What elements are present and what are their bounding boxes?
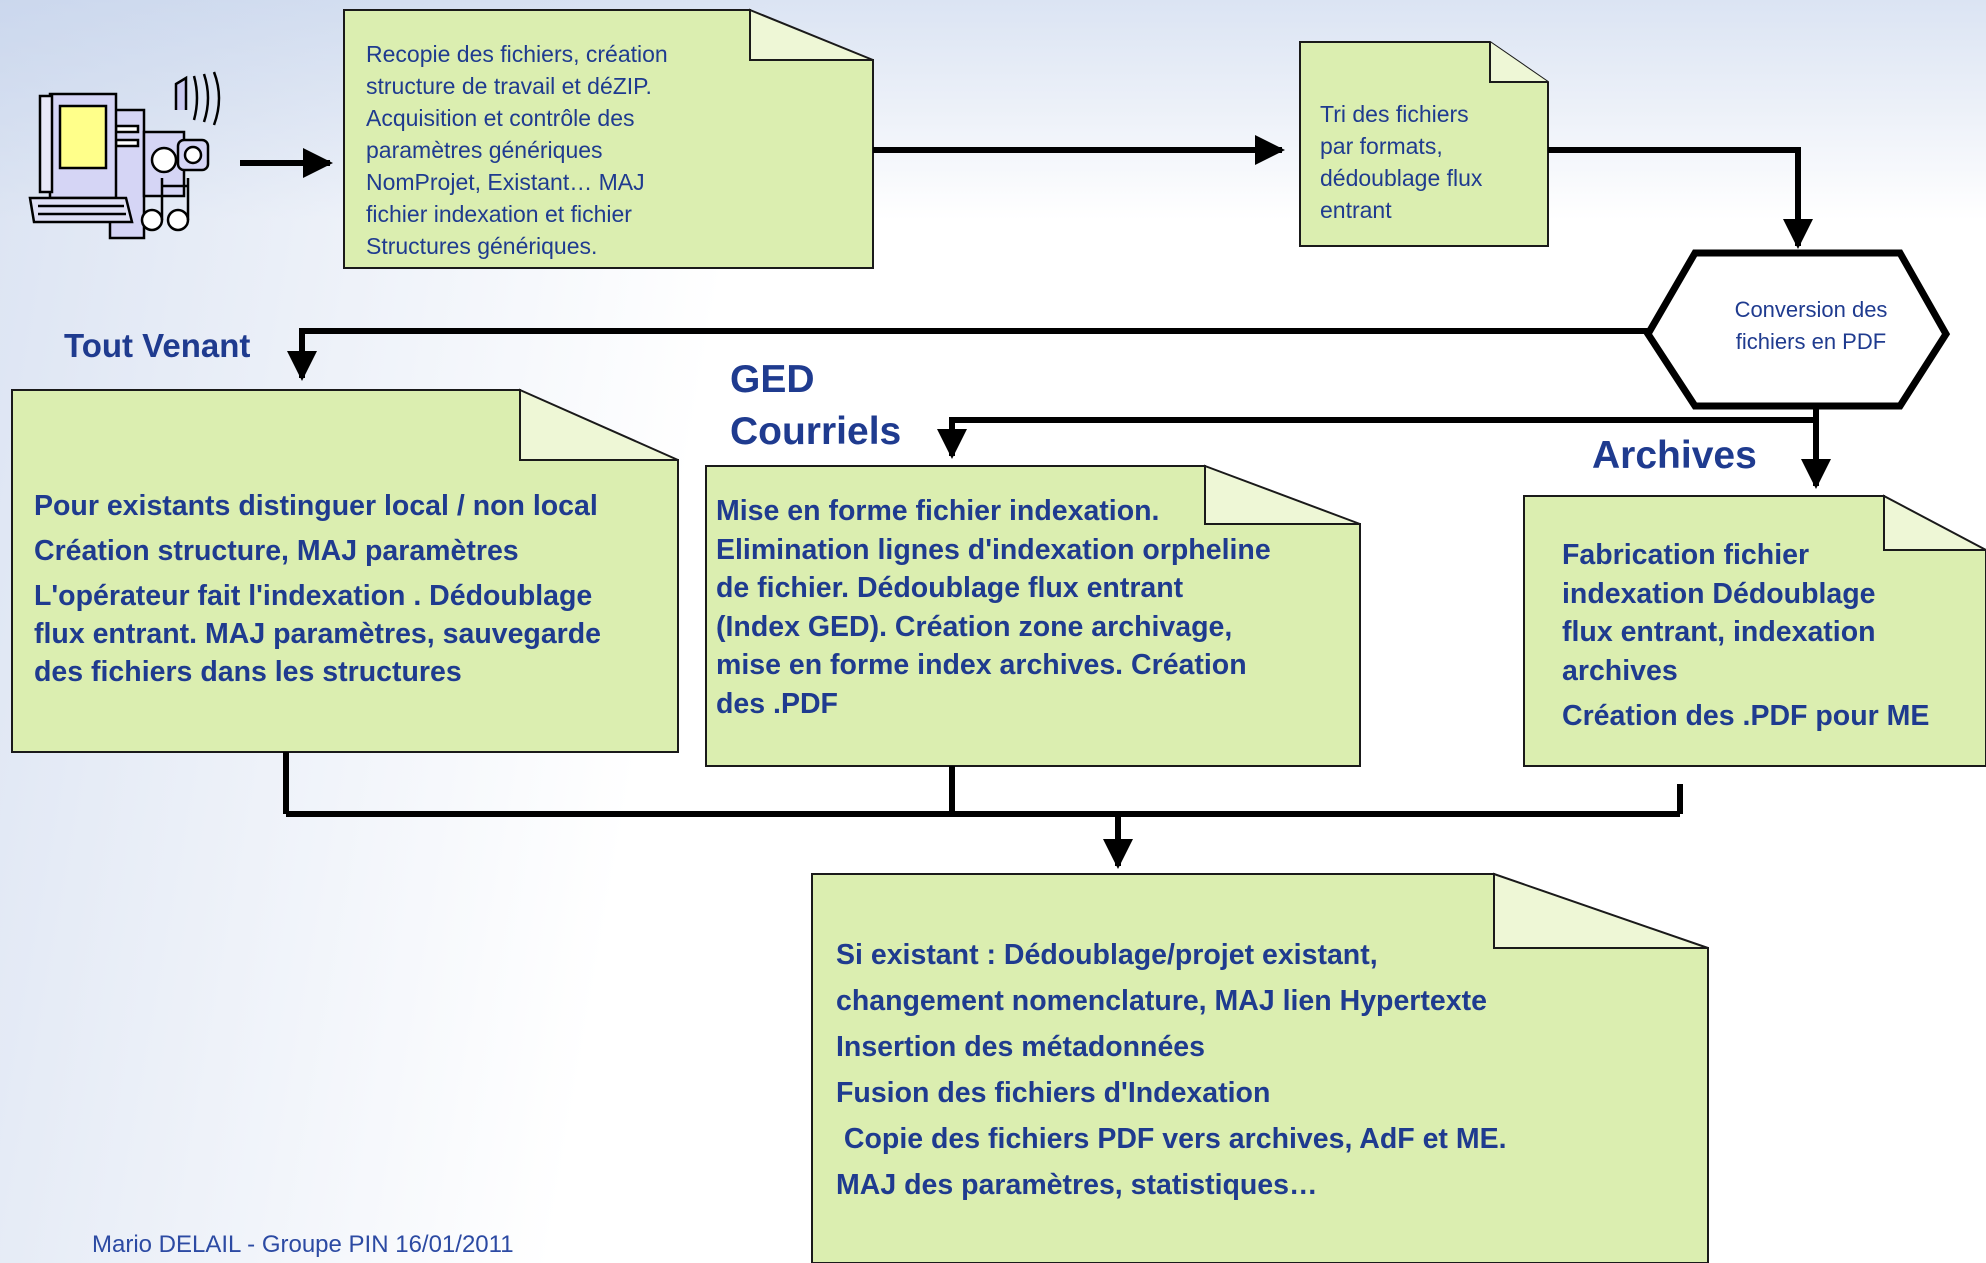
note-fold-final (1493, 872, 1709, 949)
note-tri-line: dédoublage flux (1320, 165, 1483, 191)
heading-ged-line2: Courriels (730, 410, 902, 453)
note-ged-line: des .PDF (716, 687, 838, 720)
hexagon-label: Conversion des fichiers en PDF (1716, 294, 1906, 358)
arrow-branch-to-ged (937, 417, 1816, 459)
footer-credit: Mario DELAIL - Groupe PIN 16/01/2011 (92, 1231, 514, 1258)
heading-archives: Archives (1592, 434, 1757, 477)
note-archives-line: Création des .PDF pour ME (1562, 700, 1930, 732)
note-fold-archives (1883, 494, 1986, 551)
arrow-hexagon-to-tout-venant (287, 328, 1652, 381)
note-final-line: MAJ des paramètres, statistiques… (836, 1169, 1318, 1201)
connectors (240, 135, 1831, 869)
note-final-line: Copie des fichiers PDF vers archives, Ad… (836, 1123, 1507, 1155)
note-ged: Mise en forme fichier indexation. Elimin… (716, 492, 1356, 723)
note-archives-line: Fabrication fichier (1562, 539, 1810, 571)
note-ged-line: de fichier. Dédoublage flux entrant (716, 572, 1184, 604)
note-recopie-line: paramètres génériques (366, 137, 603, 163)
note-tout-venant-line: flux entrant. MAJ paramètres, sauvegarde (34, 618, 602, 650)
note-tri-line: Tri des fichiers (1320, 101, 1469, 127)
note-fold-recopie (749, 8, 874, 61)
note-ged-line: mise en forme index archives. Création (716, 649, 1247, 681)
note-recopie-line: structure de travail et déZIP. (366, 73, 652, 99)
note-recopie-line: Structures génériques. (366, 233, 598, 259)
note-fold-tout-venant (519, 388, 679, 461)
note-tri-line: par formats, (1320, 133, 1443, 159)
note-ged-line: Elimination lignes d'indexation orphelin… (716, 533, 1271, 566)
note-recopie: Recopie des fichiers, création structure… (366, 38, 846, 262)
note-recopie-line: Recopie des fichiers, création (366, 41, 668, 67)
note-archives: Fabrication fichier indexation Dédoublag… (1562, 536, 1982, 736)
note-tri-line: entrant (1320, 197, 1392, 223)
note-archives-line: flux entrant, indexation (1562, 616, 1876, 648)
note-tout-venant-line: Création structure, MAJ paramètres (34, 535, 519, 567)
note-final: Si existant : Dédoublage/projet existant… (836, 932, 1696, 1208)
note-tout-venant-line: Pour existants distinguer local / non lo… (34, 490, 598, 522)
note-archives-line: indexation Dédoublage (1562, 577, 1876, 610)
heading-ged-line1: GED (730, 358, 815, 401)
note-tout-venant-line: L'opérateur fait l'indexation . Dédoubla… (34, 580, 593, 612)
note-final-line: Fusion des fichiers d'Indexation (836, 1077, 1271, 1109)
note-recopie-line: fichier indexation et fichier (366, 201, 632, 227)
note-tout-venant-line: des fichiers dans les structures (34, 656, 462, 688)
arrow-tri-to-hexagon (1548, 147, 1813, 249)
note-final-line: Insertion des métadonnées (836, 1031, 1206, 1063)
note-fold-tri (1489, 42, 1548, 83)
heading-tout-venant: Tout Venant (64, 327, 251, 364)
note-final-line: Si existant : Dédoublage/projet existant… (836, 939, 1378, 971)
note-archives-line: archives (1562, 654, 1678, 687)
note-final-line: changement nomenclature, MAJ lien Hypert… (836, 985, 1487, 1017)
computer-multimedia-icon (28, 71, 221, 240)
note-ged-line: (Index GED). Création zone archivage, (716, 610, 1233, 643)
note-shape-tri (1299, 41, 1549, 247)
note-recopie-line: Acquisition et contrôle des (366, 105, 635, 131)
note-tri: Tri des fichiers par formats, dédoublage… (1320, 98, 1540, 226)
note-fold-ged (1204, 464, 1361, 525)
note-tout-venant: Pour existants distinguer local / non lo… (34, 487, 674, 691)
note-ged-line: Mise en forme fichier indexation. (716, 495, 1160, 527)
hexagon-label-line1: Conversion des (1734, 297, 1888, 322)
hexagon-label-line2: fichiers en PDF (1735, 329, 1887, 354)
note-recopie-line: NomProjet, Existant… MAJ (366, 169, 645, 195)
